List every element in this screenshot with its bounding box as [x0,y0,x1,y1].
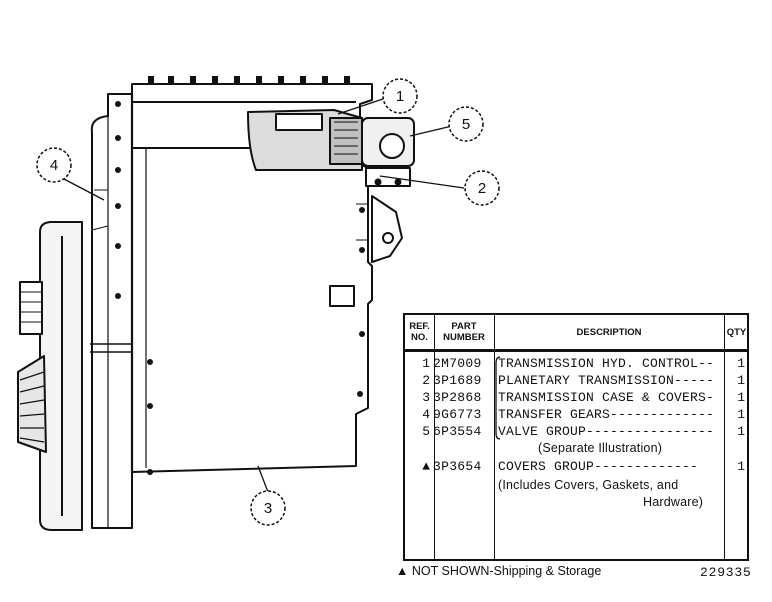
svg-text:4: 4 [50,157,58,174]
header-qty: QTY [724,315,749,351]
side-bracket [371,195,403,263]
callout-3: 3 [250,490,286,526]
svg-text:1: 1 [396,88,404,105]
table-row-note: (Includes Covers, Gaskets, and [498,478,679,492]
callout-5: 5 [448,106,484,142]
header-description: DESCRIPTION [494,315,724,351]
valve-group [361,117,415,187]
callout-2: 2 [464,170,500,206]
top-bolts [148,76,350,84]
bevel-gear [17,355,47,453]
header-part-number: PART NUMBER [434,315,494,351]
side-bolts [115,101,365,475]
svg-text:2: 2 [478,180,486,197]
transmission-case [90,83,373,529]
table-row-note: Hardware) [643,495,704,509]
group-bracket [495,356,501,440]
drawing-number: 229335 [700,565,752,580]
table-row: ▲3P3654 COVERS GROUP-------------1 [422,459,745,474]
callout-4: 4 [36,147,72,183]
hydraulic-control [247,109,363,171]
callout-1: 1 [382,78,418,114]
output-flange [19,221,83,531]
footnote: ▲ NOT SHOWN-Shipping & Storage [396,564,602,578]
svg-text:3: 3 [264,500,272,517]
leader-lines [61,97,465,493]
svg-text:5: 5 [462,116,470,133]
header-ref-no: REF. NO. [405,315,434,351]
table-row-note: (Separate Illustration) [538,441,663,455]
